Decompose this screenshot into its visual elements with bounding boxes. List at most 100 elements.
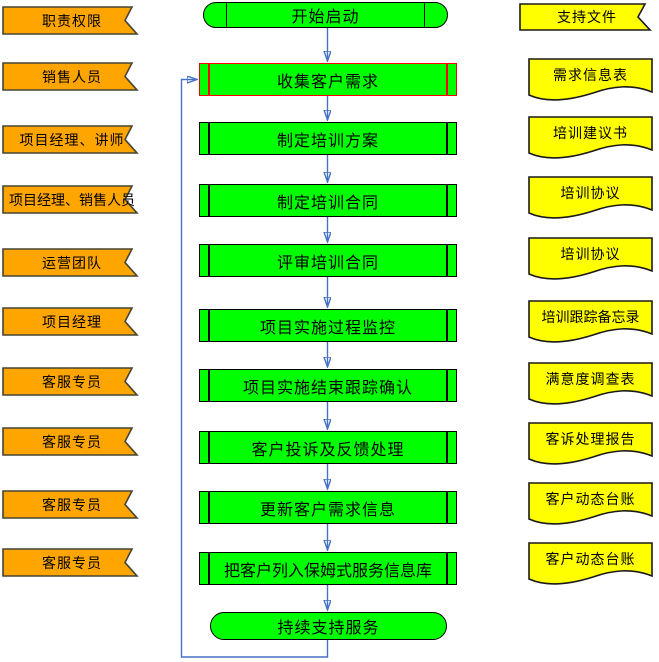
subroutine-bar [208, 185, 210, 216]
banner-shape [2, 548, 139, 577]
document-node[interactable]: 培训跟踪备忘录 [528, 300, 653, 344]
loop-connector-end-to-step1 [180, 80, 329, 658]
banner-shape [2, 367, 139, 396]
subroutine-bar [446, 492, 448, 523]
document-node[interactable]: 客户动态台账 [528, 482, 653, 526]
process-step[interactable]: 客户投诉及反馈处理 [199, 431, 457, 464]
step-label: 把客户列入保姆式服务信息库 [223, 562, 432, 580]
document-shape [528, 542, 653, 585]
step-label: 项目实施过程监控 [259, 319, 396, 337]
subroutine-bar [208, 492, 210, 523]
document-label: 培训跟踪备忘录 [541, 311, 640, 326]
subroutine-bar [446, 123, 448, 154]
document-node[interactable]: 培训建议书 [528, 116, 653, 160]
role-label: 项目经理、销售人员 [9, 193, 135, 209]
subroutine-bar [446, 310, 448, 341]
start-label: 开始启动 [291, 9, 360, 26]
role-banner[interactable]: 销售人员 [2, 62, 142, 91]
role-banner[interactable]: 项目经理、讲师 [2, 125, 142, 154]
document-node[interactable]: 客户动态台账 [528, 542, 653, 586]
document-shape [528, 300, 653, 343]
process-step[interactable]: 制定培训合同 [199, 184, 457, 217]
role-label: 客服专员 [42, 375, 102, 391]
banner-shape [2, 490, 139, 519]
process-step[interactable]: 评审培训合同 [199, 244, 457, 277]
document-label: 培训建议书 [553, 127, 628, 142]
document-label: 需求信息表 [553, 69, 628, 84]
document-shape [528, 176, 653, 219]
role-banner[interactable]: 项目经理、销售人员 [2, 185, 142, 214]
banner-shape [2, 6, 139, 35]
process-step[interactable]: 把客户列入保姆式服务信息库 [199, 552, 457, 585]
role-label: 职责权限 [42, 14, 102, 30]
document-label: 满意度调查表 [545, 373, 636, 388]
banner-shape [2, 307, 139, 336]
document-shape [528, 58, 653, 101]
banner-shape [2, 185, 139, 214]
document-banner-header[interactable]: 支持文件 [519, 3, 655, 31]
banner-shape [2, 62, 139, 91]
document-label: 客诉处理报告 [545, 433, 636, 448]
end-label: 持续支持服务 [277, 620, 380, 637]
step-label: 更新客户需求信息 [259, 501, 396, 519]
subroutine-bar [208, 310, 210, 341]
subroutine-bar [446, 553, 448, 584]
process-step[interactable]: 更新客户需求信息 [199, 491, 457, 524]
banner-shape [2, 248, 139, 277]
start-node[interactable]: 开始启动 [203, 2, 448, 28]
role-label: 销售人员 [42, 70, 102, 86]
subroutine-bar [446, 432, 448, 463]
subroutine-bar [446, 245, 448, 276]
step-label: 制定培训方案 [276, 132, 379, 150]
process-step-selected[interactable]: 收集客户需求 [199, 63, 457, 96]
role-label: 项目经理 [42, 315, 102, 331]
document-node[interactable]: 客诉处理报告 [528, 422, 653, 466]
document-node[interactable]: 培训协议 [528, 176, 653, 220]
role-label: 客服专员 [42, 556, 102, 572]
document-label: 培训协议 [560, 187, 621, 202]
document-node[interactable]: 满意度调查表 [528, 362, 653, 406]
subroutine-bar [208, 370, 210, 401]
process-step[interactable]: 项目实施结束跟踪确认 [199, 369, 457, 402]
role-banner[interactable]: 运营团队 [2, 248, 142, 277]
subroutine-bar [446, 370, 448, 401]
step-label: 项目实施结束跟踪确认 [242, 379, 413, 397]
role-label: 客服专员 [42, 498, 102, 514]
process-step[interactable]: 制定培训方案 [199, 122, 457, 155]
subroutine-bar [208, 245, 210, 276]
step-label: 收集客户需求 [276, 73, 379, 91]
role-banner[interactable]: 客服专员 [2, 548, 142, 577]
document-shape [528, 116, 653, 159]
step-label: 制定培训合同 [276, 194, 379, 212]
document-shape [528, 362, 653, 405]
document-node[interactable]: 需求信息表 [528, 58, 653, 102]
document-node[interactable]: 培训协议 [528, 237, 653, 281]
banner-shape [519, 3, 652, 31]
subroutine-bar [446, 64, 448, 95]
step-label: 客户投诉及反馈处理 [251, 441, 405, 459]
subroutine-bar [208, 432, 210, 463]
end-node[interactable]: 持续支持服务 [210, 612, 447, 640]
step-label: 评审培训合同 [276, 254, 379, 272]
role-banner[interactable]: 客服专员 [2, 490, 142, 519]
subroutine-bar [446, 185, 448, 216]
role-label: 运营团队 [42, 256, 102, 272]
document-label: 培训协议 [560, 248, 621, 263]
subroutine-bar [208, 64, 210, 95]
document-shape [528, 482, 653, 525]
subroutine-bar [208, 123, 210, 154]
role-banner[interactable]: 项目经理 [2, 307, 142, 336]
role-label: 客服专员 [42, 435, 102, 451]
document-label: 客户动态台账 [545, 553, 636, 568]
document-label: 客户动态台账 [545, 493, 636, 508]
subroutine-bar [208, 553, 210, 584]
role-banner[interactable]: 客服专员 [2, 367, 142, 396]
document-shape [528, 422, 653, 465]
banner-shape [2, 125, 139, 154]
terminator-side-bar [423, 3, 425, 27]
process-step[interactable]: 项目实施过程监控 [199, 309, 457, 342]
role-banner[interactable]: 客服专员 [2, 427, 142, 456]
role-banner-header[interactable]: 职责权限 [2, 6, 142, 35]
